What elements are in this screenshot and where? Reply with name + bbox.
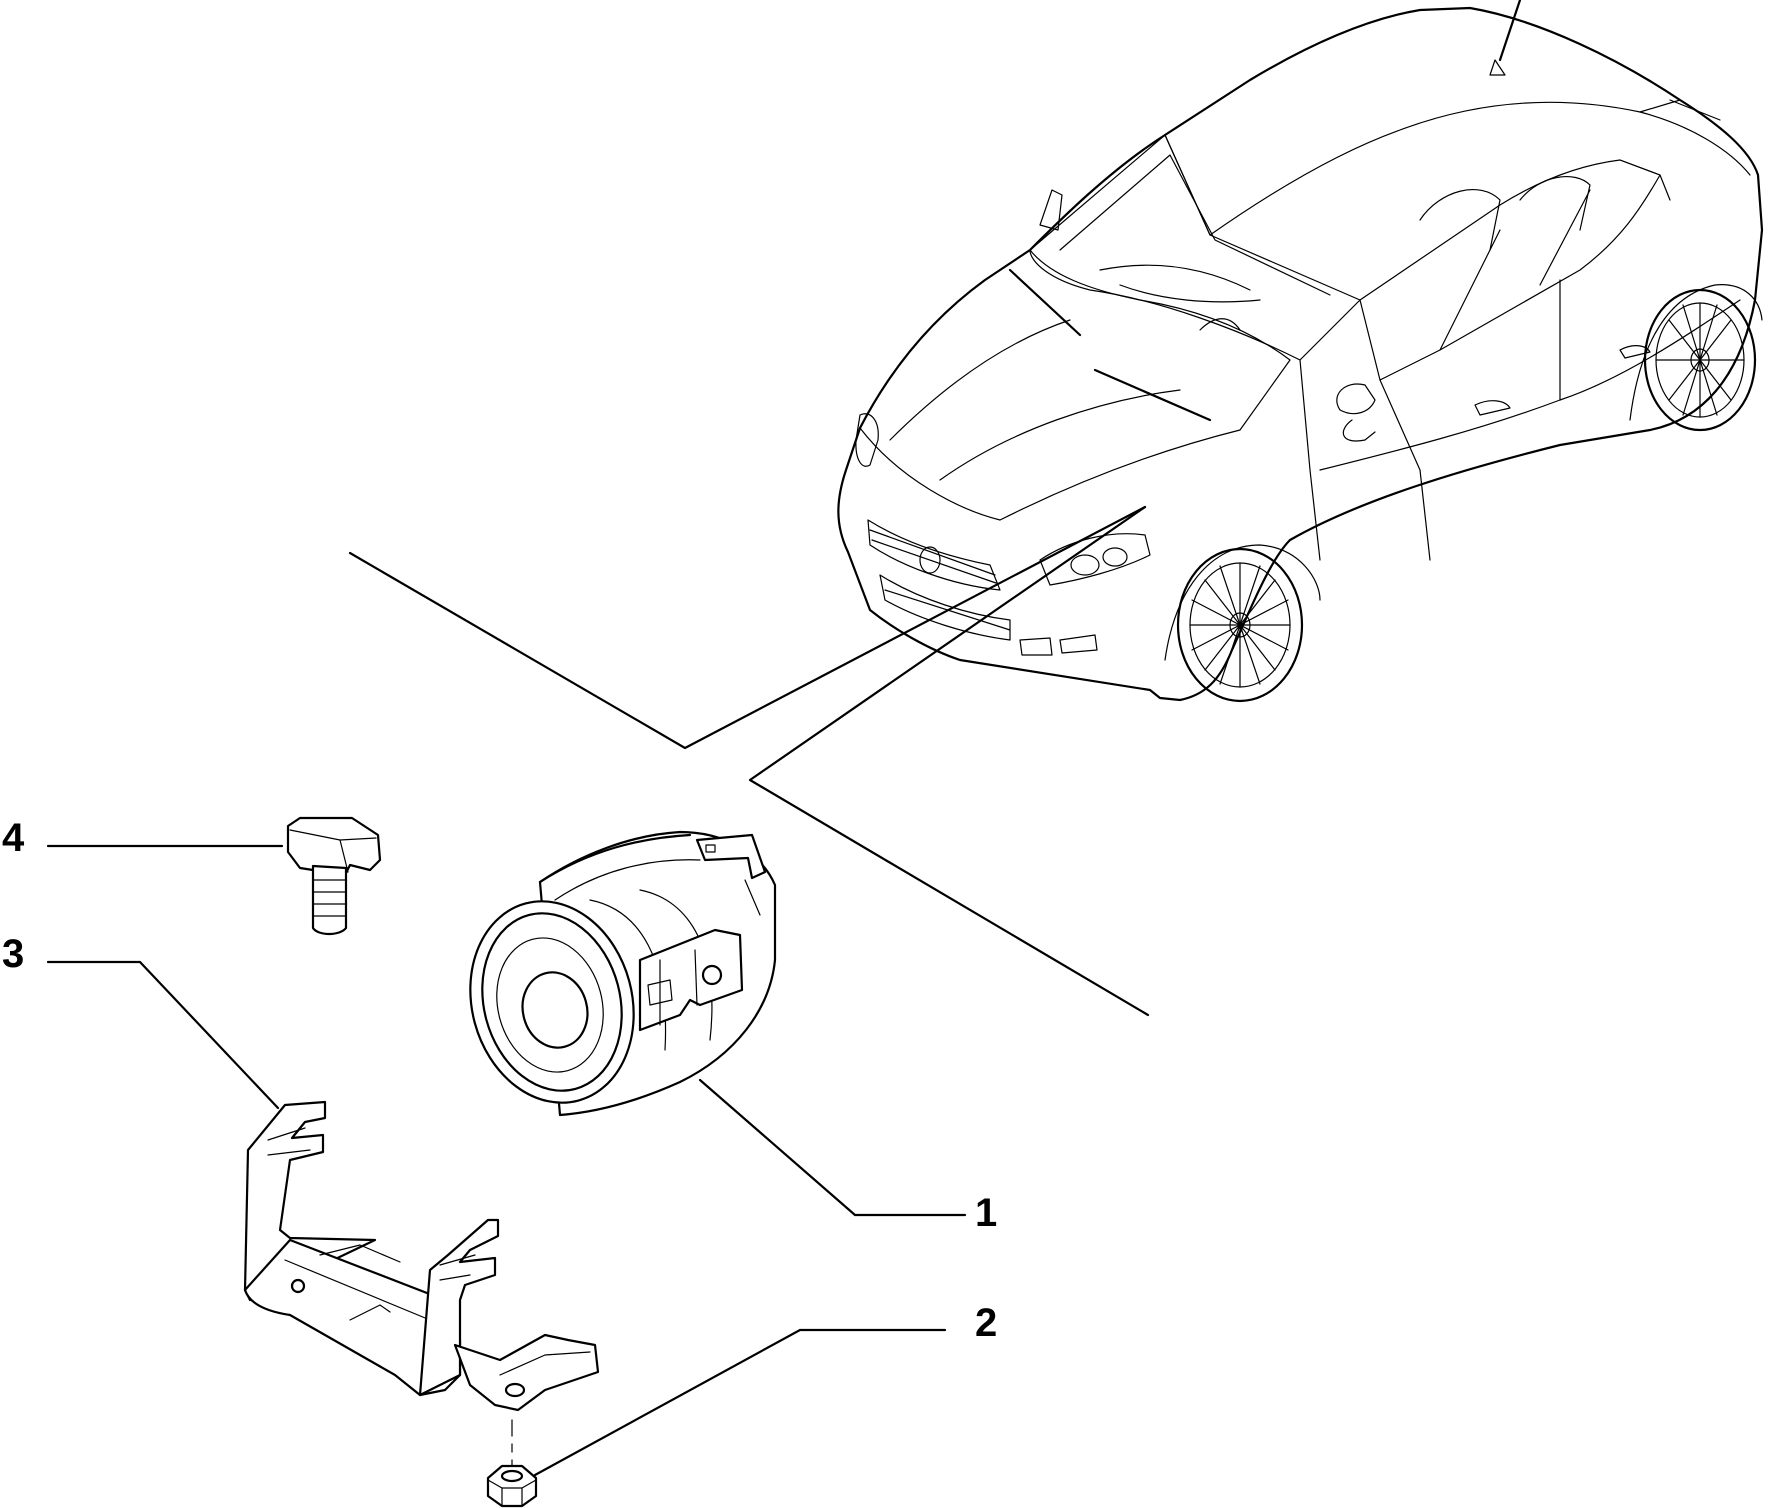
callout-2: 2 [975, 1301, 998, 1345]
bolt-icon [286, 816, 382, 936]
leader-3 [46, 960, 280, 1110]
hatchback-car-icon [837, 0, 1764, 703]
callout-leaders [46, 844, 967, 1477]
leader-2 [533, 1328, 947, 1477]
horn-siren-unit-icon [469, 830, 777, 1117]
callout-4: 4 [2, 816, 25, 860]
hex-nut-icon [486, 1419, 538, 1508]
leader-1 [698, 1078, 967, 1217]
mounting-bracket-icon [243, 1100, 600, 1412]
callout-1: 1 [975, 1191, 998, 1235]
detail-pointer-lines [348, 505, 1150, 1017]
callout-3: 3 [2, 932, 25, 976]
